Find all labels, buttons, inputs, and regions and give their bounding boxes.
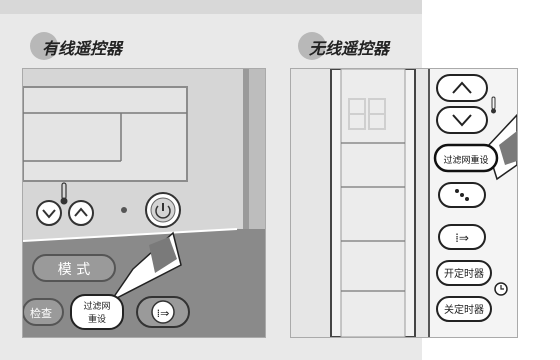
swing-button-right: ⁞⇒ [438, 224, 486, 250]
timer-off-button-label: 关定时器 [444, 303, 484, 316]
title-marker-right [298, 32, 326, 60]
title-marker-left [30, 32, 58, 60]
svg-text:⁞⇒: ⁞⇒ [455, 231, 469, 245]
temp-down-button-right [436, 106, 488, 134]
wireless-remote-title: 无线遥控器 [309, 39, 390, 58]
temp-down-button-left [36, 200, 62, 226]
timer-on-button-label: 开定时器 [444, 267, 484, 280]
temp-up-button-right [436, 74, 488, 102]
wired-remote-illustration: 模 式 检查 过滤网 重设 ⁞⇒ [23, 69, 265, 337]
wired-remote-photo: 模 式 检查 过滤网 重设 ⁞⇒ [22, 68, 266, 338]
power-button-left [145, 192, 181, 228]
wired-remote-title: 有线遥控器 [42, 39, 123, 58]
clock-icon [494, 282, 508, 296]
fan-speed-button [438, 182, 486, 208]
wireless-remote-photo: 过滤网重设 ⁞⇒ 开定时器 关定时器 [290, 68, 518, 338]
wired-lcd-screen [23, 86, 188, 182]
thermometer-icon-right [491, 96, 496, 114]
filter-reset-button-label: 过滤网重设 [443, 154, 488, 166]
segment-display [348, 98, 386, 130]
check-button-label: 检查 [30, 306, 52, 320]
filter-reset-label-line2: 重设 [88, 313, 106, 325]
filter-reset-label-line1: 过滤网 [83, 300, 110, 312]
svg-text:⁞⇒: ⁞⇒ [157, 307, 170, 320]
temp-up-button-left [68, 200, 94, 226]
thermometer-icon [60, 182, 68, 205]
wireless-remote-illustration: 过滤网重设 ⁞⇒ 开定时器 关定时器 [291, 69, 517, 337]
mode-button-label: 模 式 [58, 262, 90, 278]
